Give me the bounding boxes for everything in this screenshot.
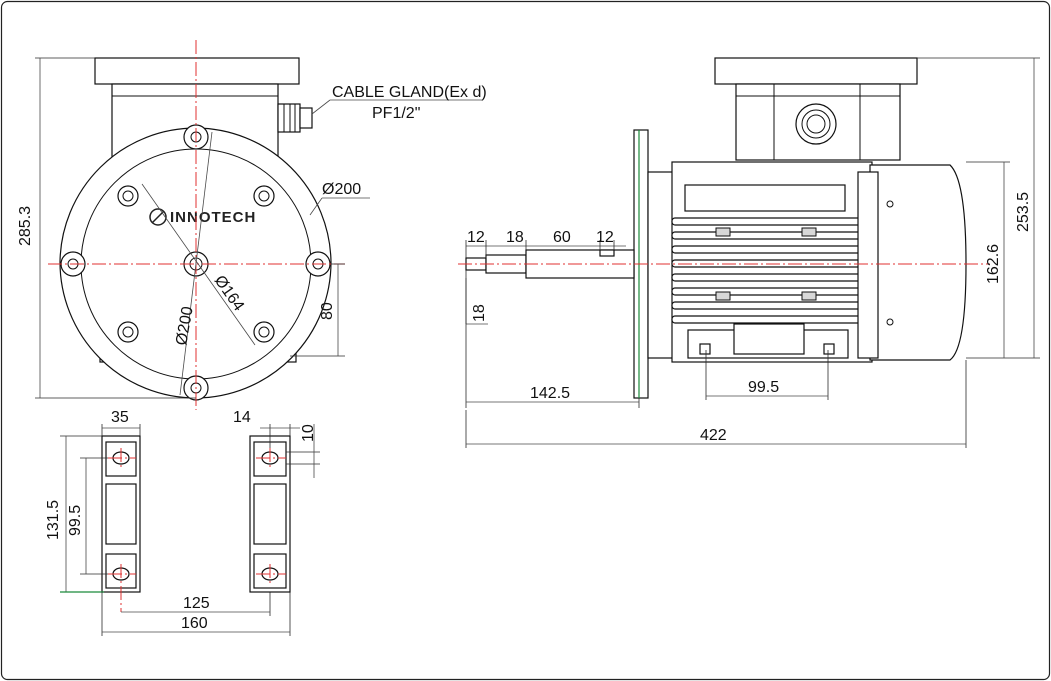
cable-gland-label: CABLE GLAND(Ex d): [332, 84, 487, 101]
left-foot-length-dim: 131.5: [45, 500, 62, 540]
shaft-step-2-dim: 18: [506, 229, 524, 246]
overall-width-dim: 160: [181, 615, 208, 632]
side-view: 12 18 60 12 18 142.5 99.5 422 253.5 162.…: [458, 57, 1040, 448]
front-height-dim: 285.3: [17, 206, 34, 246]
side-terminal-lid: [714, 57, 918, 85]
overall-height-dim: 253.5: [1015, 192, 1032, 232]
innotech-logo: INNOTECH: [149, 208, 256, 226]
shaft-key: [599, 249, 615, 257]
hole-offset-dim: 14: [233, 409, 251, 426]
front-center-height-dim: 80: [319, 302, 336, 320]
fan-cover: [869, 164, 967, 361]
shaft-diameter-dim: 18: [471, 304, 488, 322]
flange-offset-dim: 142.5: [530, 385, 570, 402]
shaft-step-1-dim: 12: [467, 229, 485, 246]
left-foot-width-dim: 35: [111, 409, 129, 426]
motor-height-dim: 162.6: [985, 244, 1002, 284]
shaft-length-dim: 60: [553, 229, 571, 246]
terminal-box-lid: [94, 57, 300, 85]
cable-gland-icon: [277, 103, 313, 133]
foot-view-right: 14 10: [233, 409, 320, 593]
side-gland-icon: [795, 103, 837, 145]
front-view: CABLE GLAND(Ex d) PF1/2" INNOTECH: [17, 40, 487, 410]
brand-label: INNOTECH: [170, 209, 256, 226]
foot-view-left: 35 131.5 99.5 125 160: [45, 409, 291, 636]
cable-gland-thread-label: PF1/2": [372, 105, 420, 122]
hole-pitch-dim: 125: [183, 595, 210, 612]
bolt-holes: [117, 185, 275, 343]
key-width-dim: 12: [596, 229, 614, 246]
foot-spacing-dim: 99.5: [748, 379, 779, 396]
body-diameter-dim: Ø200: [322, 181, 361, 198]
flange-diameter-dim: Ø200: [173, 305, 197, 347]
overall-length-dim: 422: [700, 427, 727, 444]
slot-width-dim: 10: [300, 424, 317, 442]
left-foot-hole-spacing-dim: 99.5: [67, 505, 84, 536]
